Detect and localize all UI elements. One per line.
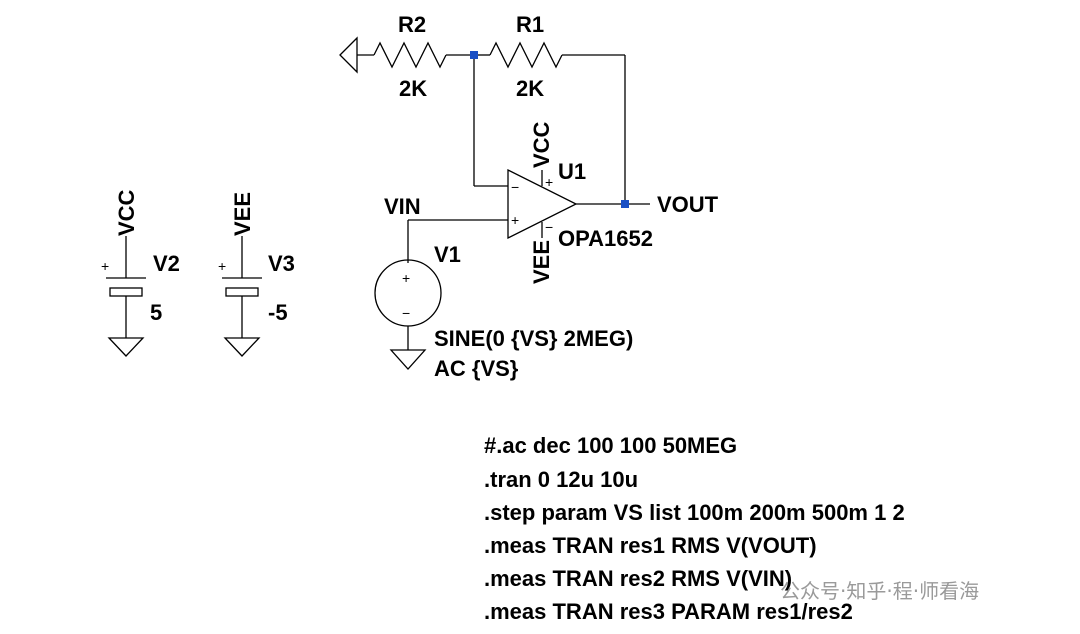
ground-arrow-symbol bbox=[339, 36, 358, 74]
v3-net-label: VEE bbox=[230, 192, 255, 236]
opamp-plus-pin: + bbox=[511, 212, 519, 228]
opamp-vcc-label: VCC bbox=[529, 121, 554, 168]
vin-net-label: VIN bbox=[384, 194, 421, 219]
opamp-u1[interactable] bbox=[507, 168, 650, 240]
spice-directives: #.ac dec 100 100 50MEG .tran 0 12u 10u .… bbox=[484, 433, 905, 624]
v3-supply[interactable] bbox=[222, 236, 262, 357]
vout-net-label: VOUT bbox=[657, 192, 719, 217]
ground-symbol bbox=[107, 337, 145, 357]
feedback-network bbox=[339, 36, 626, 204]
opamp-triangle-symbol bbox=[507, 168, 578, 240]
v3-plus-sign: + bbox=[218, 258, 226, 274]
ground-symbol bbox=[223, 337, 261, 357]
junction-dot bbox=[621, 200, 629, 208]
v2-battery-plate bbox=[109, 287, 143, 297]
v3-battery-plate bbox=[225, 287, 259, 297]
v3-ref-label: V3 bbox=[268, 251, 295, 276]
r2-value-label: 2K bbox=[399, 76, 427, 101]
v1-spec-line2: AC {VS} bbox=[434, 356, 519, 381]
r2-ref-label: R2 bbox=[398, 12, 426, 37]
directive-line[interactable]: .step param VS list 100m 200m 500m 1 2 bbox=[484, 500, 905, 525]
r1-value-label: 2K bbox=[516, 76, 544, 101]
r1-resistor-symbol[interactable] bbox=[489, 41, 563, 69]
r2-resistor-symbol[interactable] bbox=[373, 41, 447, 69]
directive-line[interactable]: .meas TRAN res2 RMS V(VIN) bbox=[484, 566, 792, 591]
opamp-vee-minus-pin: − bbox=[545, 219, 553, 235]
junction-dot bbox=[470, 51, 478, 59]
opamp-model-label: OPA1652 bbox=[558, 226, 653, 251]
v1-ref-label: V1 bbox=[434, 242, 461, 267]
directive-line[interactable]: #.ac dec 100 100 50MEG bbox=[484, 433, 737, 458]
opamp-vcc-plus-pin: + bbox=[545, 174, 553, 190]
v2-supply[interactable] bbox=[106, 236, 146, 357]
opamp-minus-pin: − bbox=[511, 179, 519, 195]
directive-line[interactable]: .meas TRAN res1 RMS V(VOUT) bbox=[484, 533, 817, 558]
watermark-text: 公众号·知乎·程·师看海 bbox=[780, 579, 979, 603]
directive-line[interactable]: .meas TRAN res3 PARAM res1/res2 bbox=[484, 599, 853, 624]
v1-plus-sign: + bbox=[402, 270, 410, 286]
v2-net-label: VCC bbox=[114, 189, 139, 236]
directive-line[interactable]: .tran 0 12u 10u bbox=[484, 467, 638, 492]
v3-value-label: -5 bbox=[268, 300, 288, 325]
r1-ref-label: R1 bbox=[516, 12, 544, 37]
ground-symbol bbox=[389, 349, 427, 370]
v1-source[interactable] bbox=[374, 219, 508, 370]
v2-ref-label: V2 bbox=[153, 251, 180, 276]
v1-spec-line1: SINE(0 {VS} 2MEG) bbox=[434, 326, 633, 351]
v2-plus-sign: + bbox=[101, 258, 109, 274]
opamp-ref-label: U1 bbox=[558, 159, 586, 184]
opamp-vee-label: VEE bbox=[529, 240, 554, 284]
v2-value-label: 5 bbox=[150, 300, 162, 325]
v1-minus-sign: − bbox=[402, 305, 410, 321]
